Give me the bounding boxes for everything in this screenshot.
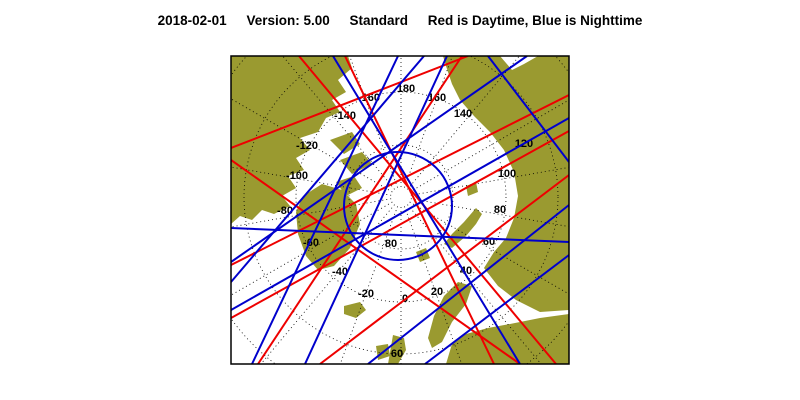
longitude-label: -120 <box>296 140 318 152</box>
landmass <box>330 132 360 154</box>
satellite-track-night <box>231 227 569 243</box>
landmass <box>340 152 372 174</box>
satellite-track-night <box>367 204 569 364</box>
longitude-label: 140 <box>454 108 472 120</box>
satellite-track-night <box>231 56 425 283</box>
satellite-track-night <box>487 56 569 163</box>
title-bar: 2018-02-01 Version: 5.00 Standard Red is… <box>0 13 800 28</box>
title-legend: Red is Daytime, Blue is Nighttime <box>427 13 643 28</box>
longitude-label: 180 <box>397 83 415 95</box>
longitude-label: -20 <box>358 288 374 300</box>
longitude-label: 80 <box>494 204 506 216</box>
landmass <box>446 314 569 364</box>
title-mode: Standard <box>349 13 409 28</box>
longitude-label: -40 <box>332 266 348 278</box>
latitude-label: 80 <box>385 238 397 250</box>
landmass <box>388 335 406 364</box>
satellite-track-night <box>231 56 528 263</box>
longitude-label: -100 <box>286 170 308 182</box>
satellite-track-night <box>251 56 399 364</box>
landmass <box>344 302 366 318</box>
latitude-label: 60 <box>391 348 403 360</box>
satellite-track-day <box>231 130 569 319</box>
satellite-track-day <box>231 94 569 266</box>
satellite-track-night <box>424 254 569 364</box>
title-date: 2018-02-01 <box>157 13 227 28</box>
title-version: Version: 5.00 <box>246 13 330 28</box>
satellite-track-day <box>344 56 495 364</box>
longitude-label: 100 <box>498 168 516 180</box>
latitude-circle <box>348 144 454 250</box>
terminator-circle <box>343 151 453 261</box>
longitude-label: 40 <box>460 265 472 277</box>
satellite-track-day <box>231 56 469 149</box>
satellite-track-day <box>257 56 463 364</box>
longitude-label: 20 <box>431 286 443 298</box>
map-border <box>230 55 570 365</box>
satellite-track-night <box>231 117 569 311</box>
satellite-track-night <box>304 56 448 364</box>
latitude-circle <box>243 56 559 355</box>
satellite-track-night <box>332 56 521 364</box>
satellite-track-day <box>231 159 521 364</box>
satellite-track-day <box>319 174 569 364</box>
